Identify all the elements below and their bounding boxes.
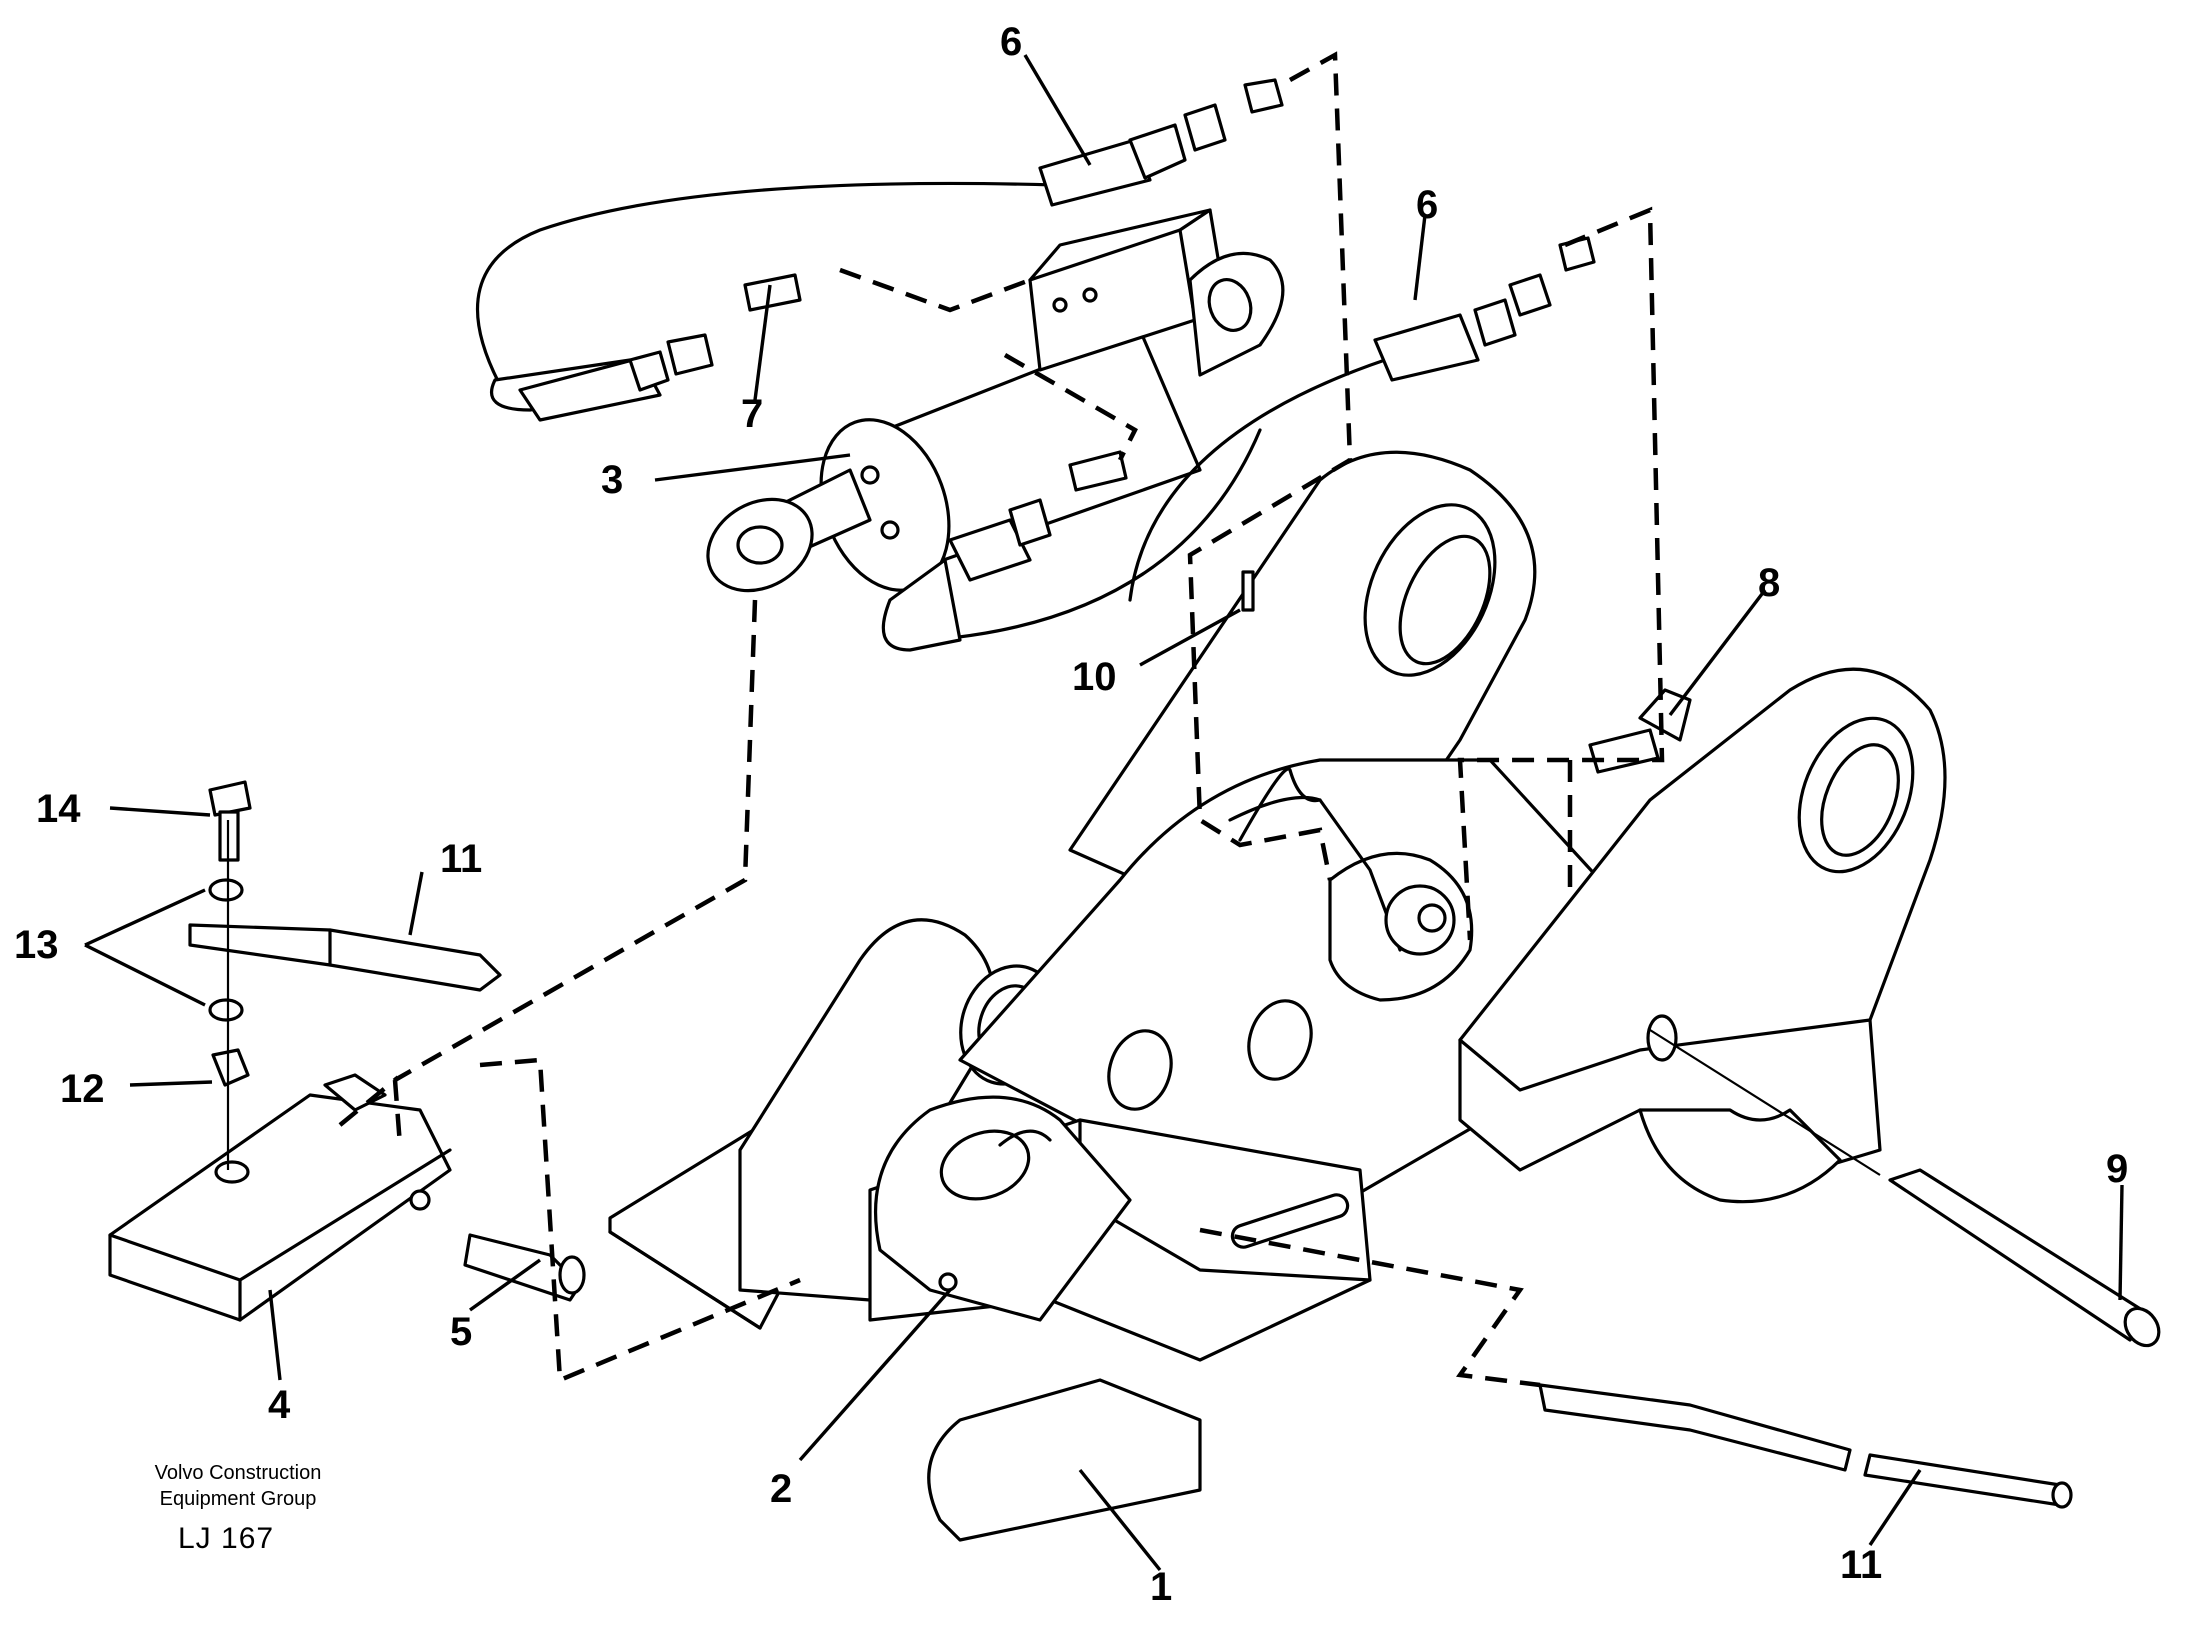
- callout-11-left: 11: [440, 837, 482, 881]
- assembly-lines: [338, 51, 1665, 1388]
- pin-5: [463, 1233, 586, 1302]
- leader-14: [109, 806, 211, 817]
- leader-1: [1078, 1468, 1162, 1572]
- leader-9: [2118, 1184, 2124, 1301]
- leader-4: [268, 1289, 282, 1381]
- callout-7: 7: [741, 392, 763, 436]
- footer-caption: Volvo Construction Equipment Group LJ 16…: [118, 1460, 358, 1556]
- callout-numbers: 6 6 7 3 10 8 9 14 11 13 12 4 5 2 1 11: [14, 20, 2128, 1609]
- lock-block: [108, 1073, 452, 1322]
- leader-12: [129, 1080, 213, 1087]
- hose-upper: [476, 78, 1284, 422]
- bolt-washers-nut: [208, 780, 252, 1170]
- leader-13: [84, 888, 206, 1007]
- callout-3: 3: [601, 458, 623, 502]
- callout-6-right: 6: [1416, 183, 1438, 227]
- hydraulic-cylinder: [706, 208, 1285, 593]
- callout-12: 12: [60, 1067, 105, 1111]
- leader-10: [1139, 608, 1241, 667]
- callout-9: 9: [2106, 1147, 2128, 1191]
- callout-14: 14: [36, 787, 81, 831]
- callout-8: 8: [1758, 561, 1780, 605]
- split-pin: [1241, 570, 1255, 612]
- leader-2: [798, 1288, 952, 1462]
- company-line-2: Equipment Group: [159, 1488, 317, 1510]
- callout-10: 10: [1072, 655, 1117, 699]
- leader-3: [654, 453, 851, 482]
- lock-hook: [873, 1095, 1132, 1322]
- callout-1: 1: [1150, 1565, 1172, 1609]
- leader-6-upper: [1023, 54, 1092, 166]
- callout-5: 5: [450, 1310, 472, 1354]
- company-line-1: Volvo Construction: [154, 1462, 322, 1484]
- leader-7: [753, 284, 772, 401]
- figure-code: LJ 167: [178, 1522, 275, 1555]
- lock-rod-lower: [1538, 1383, 2073, 1509]
- callout-6-upper: 6: [1000, 20, 1022, 64]
- leader-5: [469, 1258, 541, 1312]
- hose-lower: [881, 428, 1262, 652]
- hose-right: [1128, 236, 1596, 602]
- callout-11-right: 11: [1840, 1543, 1882, 1587]
- leader-11-right: [1868, 1469, 1922, 1546]
- callout-4: 4: [268, 1383, 291, 1427]
- callout-2: 2: [770, 1467, 792, 1511]
- callout-13: 13: [14, 923, 59, 967]
- lock-rod-upper: [188, 923, 502, 992]
- leader-11-left: [408, 871, 424, 936]
- pin-9: [1649, 1029, 2161, 1348]
- leader-lines: [84, 54, 2124, 1572]
- leader-8: [1668, 588, 1767, 717]
- leader-6-right: [1413, 214, 1427, 301]
